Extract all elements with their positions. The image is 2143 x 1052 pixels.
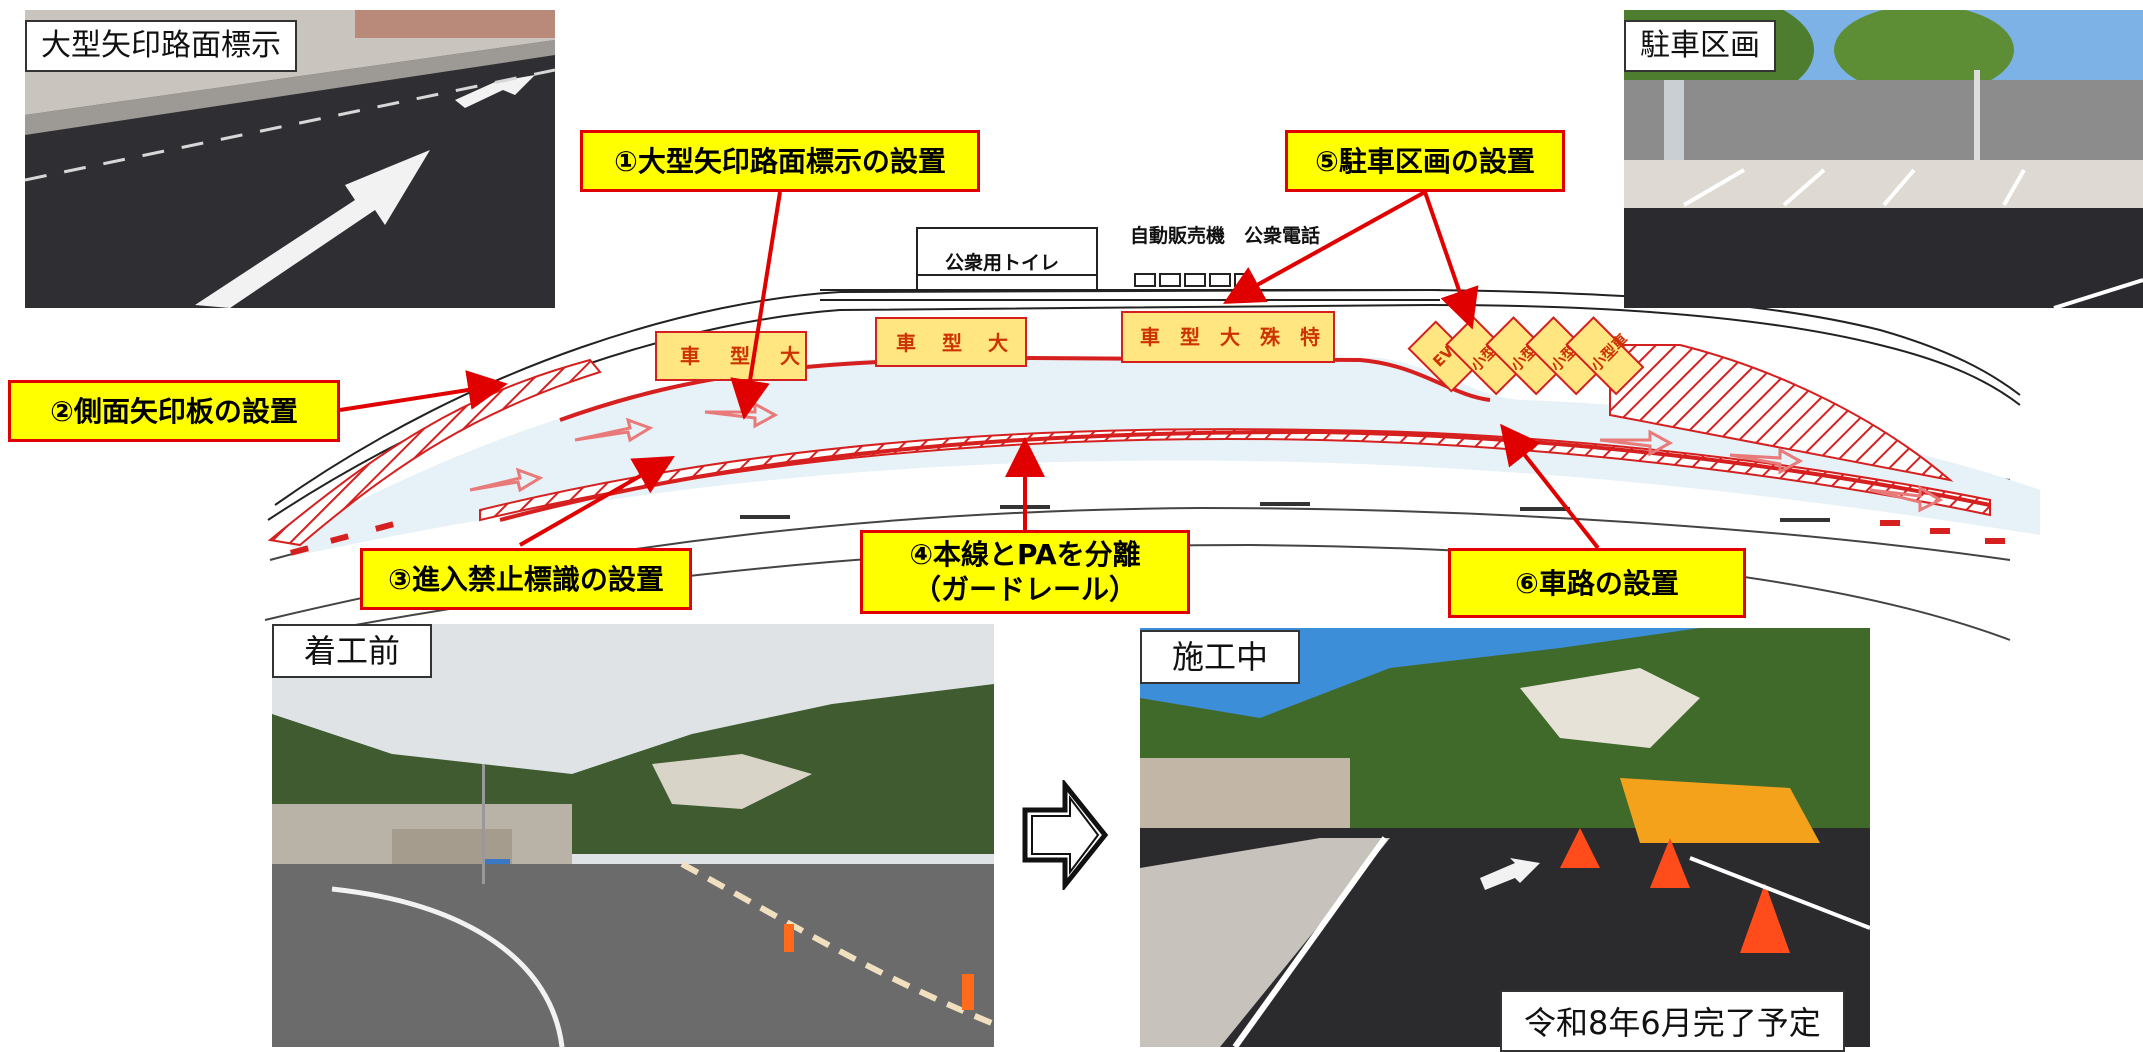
stall-group-large-2: 大 型 車 (875, 317, 1027, 367)
stall-group-small: EV 小型車 小型車 小型車 小型車 (1407, 316, 1645, 396)
hatched-zone-guardrail (479, 428, 1991, 522)
completion-note: 令和8年6月完了予定 (1500, 990, 1845, 1052)
pa-lane-area (285, 358, 2040, 555)
stall-label: 車 (680, 344, 700, 368)
stall-label: 殊 (1260, 325, 1281, 349)
callout-driveway: ⑥車路の設置 (1448, 548, 1746, 618)
callout-guardrail-line1: ④本線とPAを分離 (909, 538, 1141, 571)
photo-parking (1624, 10, 2143, 308)
hollow-right-arrow-icon (1022, 780, 1109, 890)
photo-parking-label: 駐車区画 (1624, 20, 1776, 72)
photo-arrow-marking-label: 大型矢印路面標示 (25, 20, 297, 72)
stall-label: 型 (730, 344, 750, 368)
stall-label: 大 (1220, 325, 1240, 349)
photo-before-label: 着工前 (272, 624, 433, 679)
stall-label: 車 (1140, 325, 1160, 349)
hatched-zone-right (1609, 344, 1954, 482)
photo-during (1140, 628, 1870, 1047)
callout-guardrail: ④本線とPAを分離 （ガードレール） (860, 530, 1190, 614)
parking-stall (1121, 311, 1335, 363)
stall-label: 車 (896, 331, 916, 355)
stall-label: 特 (1300, 325, 1320, 349)
callout-no-entry-sign: ③進入禁止標識の設置 (360, 548, 692, 610)
stall-group-large-1: 大 型 車 (655, 331, 807, 381)
parking-stall (1565, 316, 1645, 396)
stall-group-special: 特 殊 大 型 車 (1121, 311, 1335, 363)
stall-label: 大 (780, 344, 800, 368)
photo-before (272, 624, 994, 1047)
photo-during-label: 施工中 (1140, 630, 1301, 685)
callout-side-arrow-board: ②側面矢印板の設置 (8, 380, 340, 442)
callout-parking-stalls: ⑤駐車区画の設置 (1285, 130, 1565, 192)
stall-label: 型 (1180, 325, 1200, 349)
leader-arrows (339, 190, 1600, 550)
toilet-label: 公衆用トイレ (945, 251, 1059, 274)
facility-building (820, 227, 1440, 301)
hatched-zone-left (267, 358, 602, 547)
stall-label: 型 (942, 331, 962, 355)
callout-arrow-marking: ①大型矢印路面標示の設置 (580, 130, 980, 192)
stall-label: 大 (988, 331, 1008, 355)
callout-guardrail-line2: （ガードレール） (912, 573, 1137, 606)
vending-phone-label: 自動販売機 公衆電話 (1130, 224, 1320, 247)
parking-stall (875, 317, 1027, 367)
